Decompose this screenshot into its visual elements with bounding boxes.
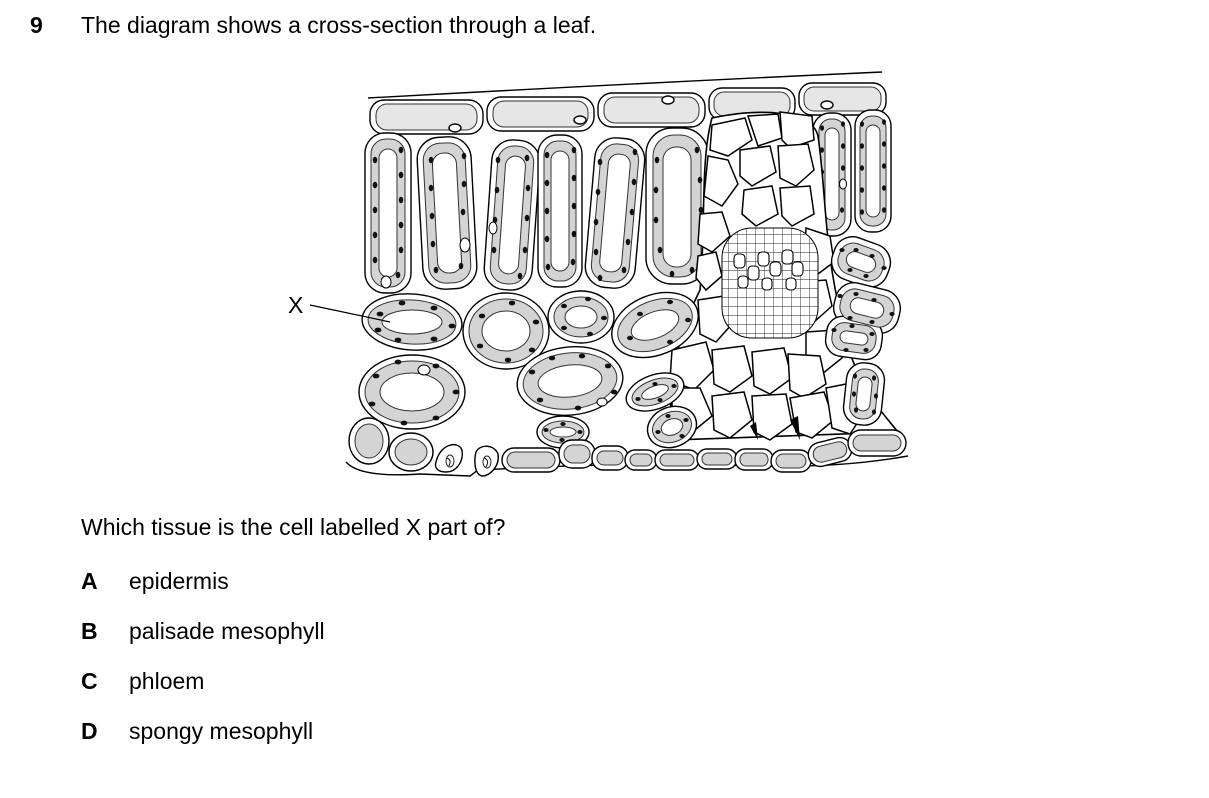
option-letter: B xyxy=(81,618,98,644)
question-number: 9 xyxy=(30,12,43,38)
upper-epidermis xyxy=(367,71,887,135)
lower-epidermis xyxy=(345,417,909,477)
option-a[interactable]: A epidermis xyxy=(81,568,229,595)
option-letter: A xyxy=(81,568,98,594)
option-text: spongy mesophyll xyxy=(129,718,314,744)
label-x-pointer: X xyxy=(288,292,391,323)
option-text: epidermis xyxy=(129,568,229,594)
spongy-mesophyll xyxy=(358,290,699,449)
question-prompt: Which tissue is the cell labelled X part… xyxy=(81,514,506,540)
option-letter: D xyxy=(81,718,98,744)
label-x: X xyxy=(288,292,303,318)
option-b[interactable]: B palisade mesophyll xyxy=(81,618,325,645)
palisade-mesophyll xyxy=(364,109,892,294)
option-text: phloem xyxy=(129,668,205,694)
question-text: The diagram shows a cross-section throug… xyxy=(81,12,597,38)
option-text: palisade mesophyll xyxy=(129,618,325,644)
option-d[interactable]: D spongy mesophyll xyxy=(81,718,313,745)
option-letter: C xyxy=(81,668,98,694)
leaf-cross-section-diagram: X xyxy=(288,71,909,477)
right-side-cells xyxy=(824,236,902,426)
option-c[interactable]: C phloem xyxy=(81,668,204,695)
